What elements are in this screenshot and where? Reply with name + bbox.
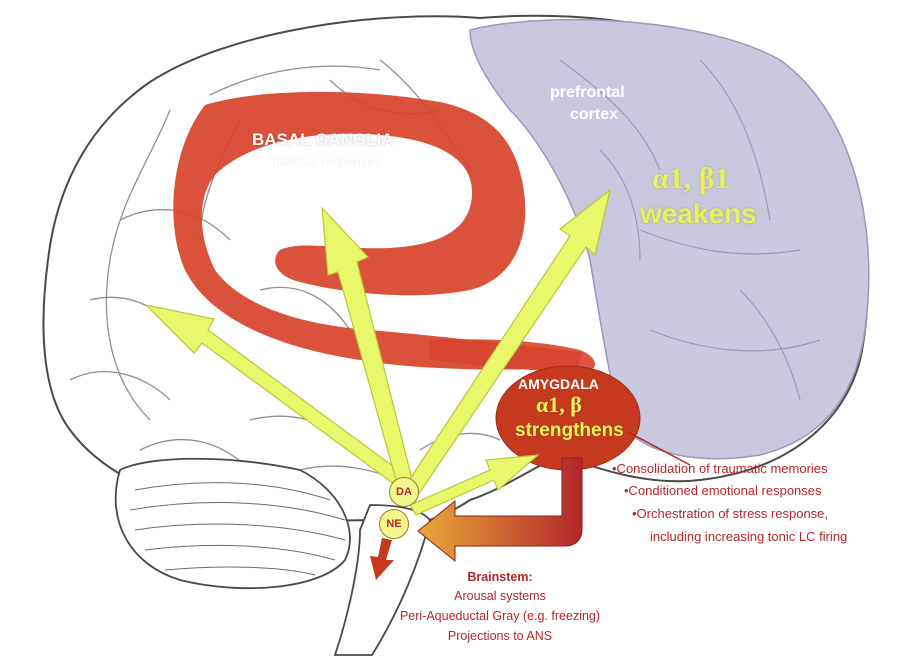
brainstem-item: Arousal systems	[420, 586, 580, 606]
brainstem-item: Peri-Aqueductal Gray (e.g. freezing)	[380, 606, 620, 626]
amygdala-effect-item: •Conditioned emotional responses	[624, 480, 822, 501]
norepinephrine-node: NE	[379, 509, 409, 539]
amygdala-effect-item: •Orchestration of stress response,	[632, 503, 828, 524]
amygdala-effect-item: including increasing tonic LC firing	[650, 526, 847, 547]
amygdala-effect: strengthens	[515, 420, 624, 442]
prefrontal-receptors: α1, β1	[652, 162, 730, 196]
amygdala-receptors: α1, β	[536, 392, 582, 418]
prefrontal-title-line1: prefrontal	[550, 84, 625, 102]
prefrontal-effect: weakens	[640, 198, 757, 230]
brainstem-title: Brainstem:	[455, 567, 545, 587]
basal-ganglia-subtitle: habitual responses	[272, 154, 381, 169]
brainstem-item: Projections to ANS	[420, 626, 580, 646]
basal-ganglia-title: BASAL GANGLIA	[252, 130, 393, 150]
cerebellum	[116, 459, 350, 588]
prefrontal-title-line2: cortex	[570, 106, 618, 124]
dopamine-node: DA	[389, 477, 419, 507]
amygdala-effect-item: •Consolidation of traumatic memories	[612, 458, 828, 479]
amygdala-title: AMYGDALA	[518, 376, 599, 392]
